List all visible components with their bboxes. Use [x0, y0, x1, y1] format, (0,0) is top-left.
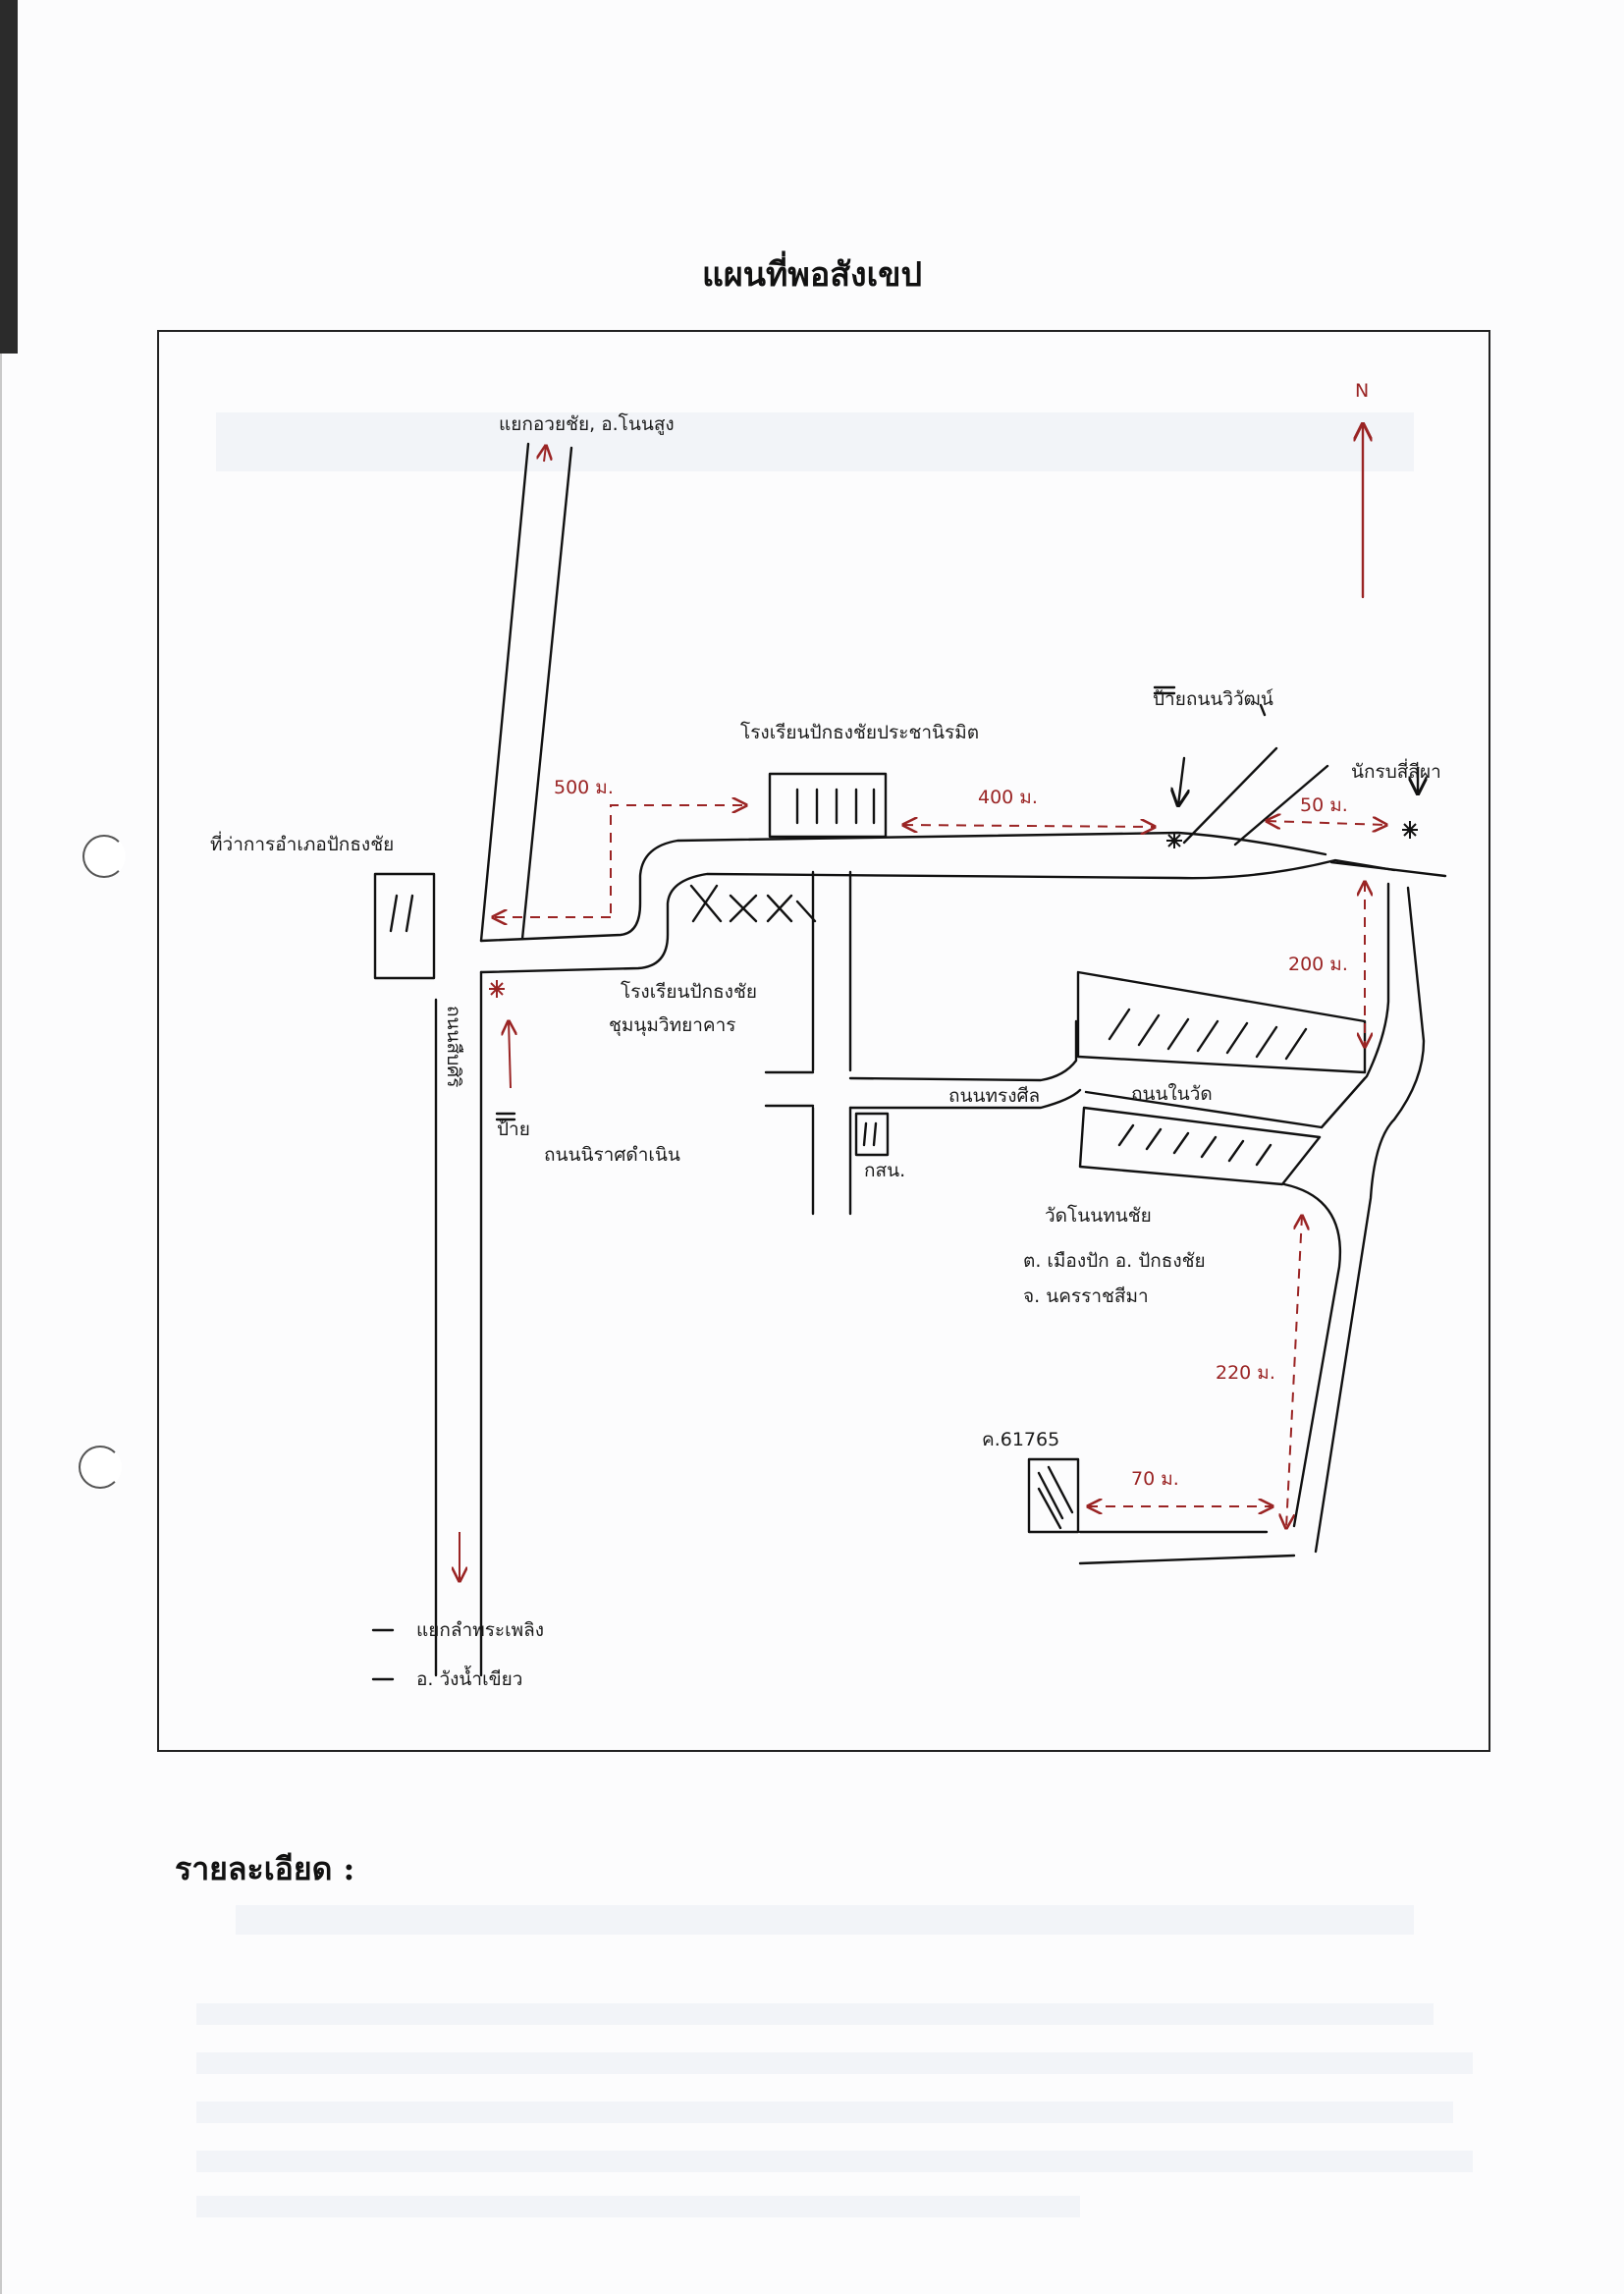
page-title: แผนที่พอสังเขป: [701, 255, 923, 295]
road-edge: [1078, 1554, 1296, 1565]
bleed-through-smudge: [196, 2196, 1080, 2217]
label-dist-220: 220 ม.: [1216, 1362, 1275, 1384]
asterisk-marker-icon: [1166, 833, 1182, 848]
label-sign-left-name: ถนนนิราศดำเนิน: [544, 1144, 680, 1166]
label-landmark-ne: นักรบสี่สีผา: [1351, 758, 1441, 783]
building-hatch: [795, 788, 876, 825]
label-school2-line1: โรงเรียนปักธงชัย: [621, 980, 757, 1003]
district-office-building: [373, 872, 436, 980]
scan-edge-shadow: [0, 0, 18, 354]
road-edge: [764, 1070, 815, 1108]
building-hatch: [1037, 1465, 1074, 1530]
label-post-office: กสน.: [864, 1160, 905, 1181]
scan-edge-line: [0, 354, 2, 2294]
road-edge: [1182, 746, 1278, 845]
label-dist-50: 50 ม.: [1300, 794, 1348, 816]
parcel-land: [1027, 1457, 1080, 1534]
road-edge: [1314, 886, 1426, 1554]
label-school2-line2: ชุมนุมวิทยาคาร: [609, 1014, 736, 1037]
road-edge: [848, 1088, 1082, 1110]
bleed-through-smudge: [196, 2052, 1473, 2074]
building-hatch: [389, 894, 414, 933]
north-label: N: [1355, 380, 1369, 402]
label-road-center: ถนนทรงศีล: [948, 1085, 1040, 1107]
road-edge: [479, 831, 1327, 943]
road-edge: [811, 870, 852, 1072]
building-hatch: [1117, 1123, 1272, 1167]
school2-crosshatch: [689, 884, 817, 923]
label-dist-200: 200 ม.: [1288, 954, 1348, 975]
bleed-through-smudge: [196, 2151, 1473, 2172]
underline-mark: [495, 1112, 516, 1121]
label-temple-line3: จ. นครราชสีมา: [1023, 1285, 1149, 1307]
road-edge: [1233, 764, 1329, 847]
punch-hole-icon: [82, 835, 126, 878]
label-district-office: ที่ว่าการอำเภอปักธงชัย: [210, 831, 394, 855]
road-edge: [811, 1106, 852, 1216]
label-temple-line2: ต. เมืองปัก อ. ปักธงชัย: [1023, 1250, 1206, 1272]
road-edge: [1329, 860, 1447, 878]
distance-arrow-400: [903, 825, 1155, 827]
label-temple-line1: วัดโนนทนชัย: [1045, 1204, 1152, 1227]
building-hatch: [1108, 1008, 1308, 1061]
label-parcel: ค.61765: [982, 1429, 1059, 1450]
label-dist-70: 70 ม.: [1131, 1468, 1179, 1490]
asterisk-marker-icon: [489, 980, 505, 998]
pointer-arrow: [1259, 703, 1267, 717]
road-edge: [1084, 1076, 1367, 1129]
road-edge: [520, 446, 573, 941]
label-sign-top: ป้ายถนนวิวัฒน์: [1153, 688, 1273, 710]
distance-arrow-500: [610, 805, 746, 913]
label-dist-400: 400 ม.: [978, 787, 1038, 808]
underline-mark: [1153, 685, 1176, 695]
road-edge: [848, 1019, 1078, 1082]
label-dist-500: 500 ม.: [554, 777, 614, 798]
bleed-through-smudge: [196, 2003, 1434, 2025]
label-road-vertical: ถนนสืบศิริ: [443, 1006, 464, 1087]
label-bottom-2: อ. วังน้ำเขียว: [416, 1666, 522, 1690]
distance-arrow-50: [1267, 821, 1386, 825]
label-road-right: ถนนในวัด: [1131, 1083, 1213, 1105]
label-top-road: แยกอวยชัย, อ.โนนสูง: [499, 412, 675, 435]
pointer-arrow: [1178, 756, 1184, 805]
label-school: โรงเรียนปักธงชัยประชานิรมิต: [740, 721, 979, 743]
punch-hole-icon: [79, 1446, 122, 1489]
post-office-building: [854, 1112, 890, 1157]
road-edge: [1282, 1182, 1342, 1528]
building-hatch: [862, 1121, 878, 1147]
road-edge: [479, 858, 1396, 974]
map-frame: [157, 330, 1490, 1752]
hatched-block-upper: [1076, 970, 1367, 1074]
school-building: [768, 772, 888, 839]
list-dash: [371, 1628, 395, 1681]
bleed-through-smudge: [196, 2102, 1453, 2123]
label-bottom-1: แยกลำพระเพลิง: [416, 1619, 544, 1641]
label-sign-left-word: ป้าย: [497, 1119, 530, 1140]
details-heading: รายละเอียด :: [175, 1850, 355, 1887]
road-edge: [1320, 882, 1390, 1129]
distance-arrow-220: [1286, 1216, 1302, 1528]
bleed-through-smudge: [216, 412, 1414, 471]
hatched-block-lower: [1078, 1106, 1322, 1186]
road-direction-arrow: [544, 446, 546, 463]
asterisk-marker-icon: [1402, 821, 1418, 839]
bleed-through-smudge: [236, 1905, 1414, 1935]
sign-arrow: [509, 1021, 511, 1089]
road-edge: [479, 442, 530, 943]
